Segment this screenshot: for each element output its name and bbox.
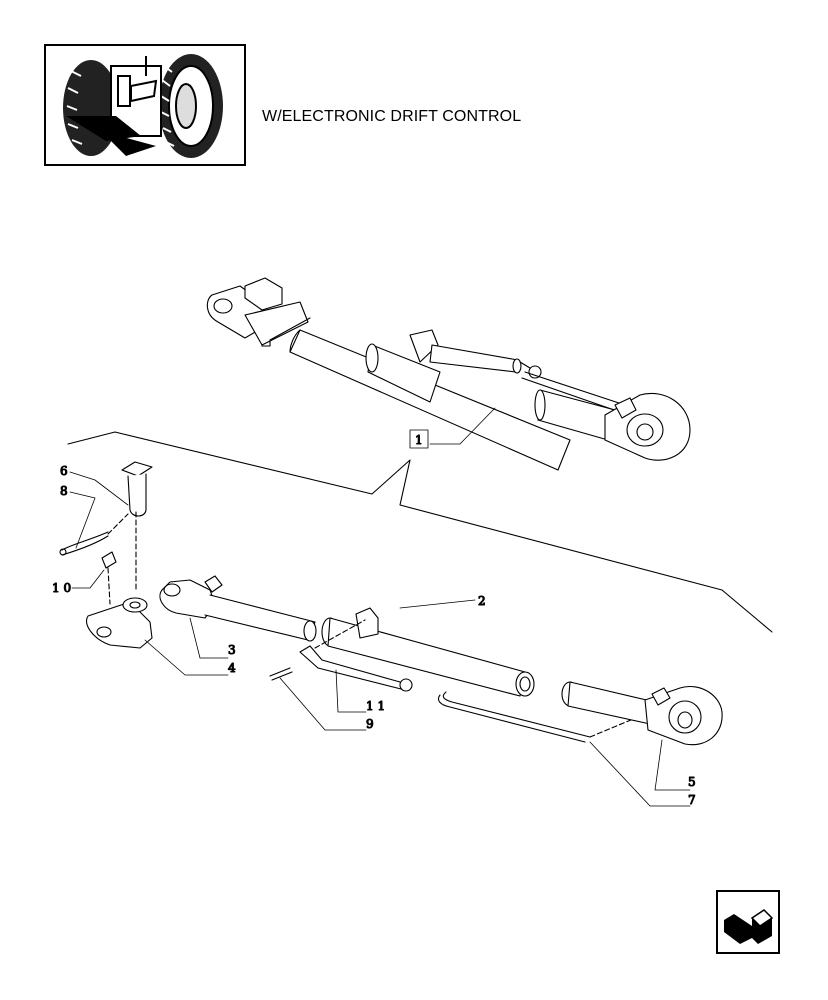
callout-5: 5 xyxy=(688,775,696,789)
part-lock-rod xyxy=(299,619,413,692)
part-small-pin xyxy=(269,667,293,681)
callout-box-1 xyxy=(409,429,429,449)
part-clevis-tube xyxy=(159,575,317,642)
next-page-arrow-icon xyxy=(724,909,774,944)
callout-1: 1 xyxy=(415,433,423,447)
part-main-body xyxy=(321,607,535,697)
callout-7: 7 xyxy=(688,793,696,807)
callout-11: 1 1 xyxy=(366,699,385,713)
part-clip xyxy=(59,513,129,556)
assembly-outline xyxy=(67,431,773,633)
part-front-eye xyxy=(561,681,723,746)
thumbnail-tractor-image xyxy=(44,44,246,166)
callout-4: 4 xyxy=(228,661,236,675)
callout-leaders xyxy=(69,407,691,807)
assembled-top-link xyxy=(206,277,691,471)
callout-10: 1 0 xyxy=(52,581,71,595)
callout-3: 3 xyxy=(228,643,236,657)
callout-8: 8 xyxy=(60,484,68,498)
next-page-button[interactable] xyxy=(716,890,780,954)
part-pin xyxy=(121,461,153,591)
part-grease-nipple xyxy=(101,551,117,605)
tractor-rear-hitch-icon xyxy=(63,54,223,158)
callout-6: 6 xyxy=(60,464,68,478)
callout-9: 9 xyxy=(366,717,374,731)
callout-2: 2 xyxy=(478,594,486,608)
page-title: W/ELECTRONIC DRIFT CONTROL xyxy=(262,108,522,125)
part-rear-clevis xyxy=(86,597,153,649)
part-retainer-wire xyxy=(437,691,651,743)
